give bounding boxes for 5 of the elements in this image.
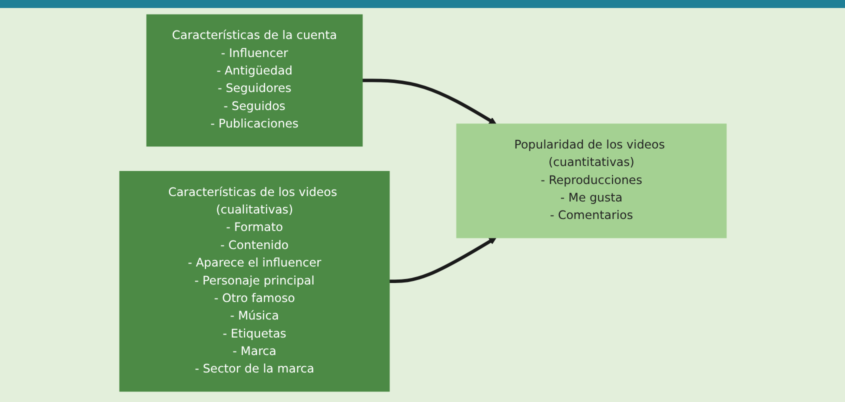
arrow [362, 78, 496, 124]
node-box: Características de la cuenta - Influencer - Antigüedad - Seguidores - Seguidos - Publicaciones [146, 14, 362, 147]
node-box: Características de los videos (cualitativas) - Formato - Contenido - Aparece el influencer - Personaje principal - Otro famoso - Música - Etiquetas - Marca - Sector de la marca [118, 171, 390, 392]
arrow [388, 237, 496, 284]
node-box: Popularidad de los videos (cuantitativas) - Reproducciones - Me gusta - Comentarios [456, 124, 726, 238]
